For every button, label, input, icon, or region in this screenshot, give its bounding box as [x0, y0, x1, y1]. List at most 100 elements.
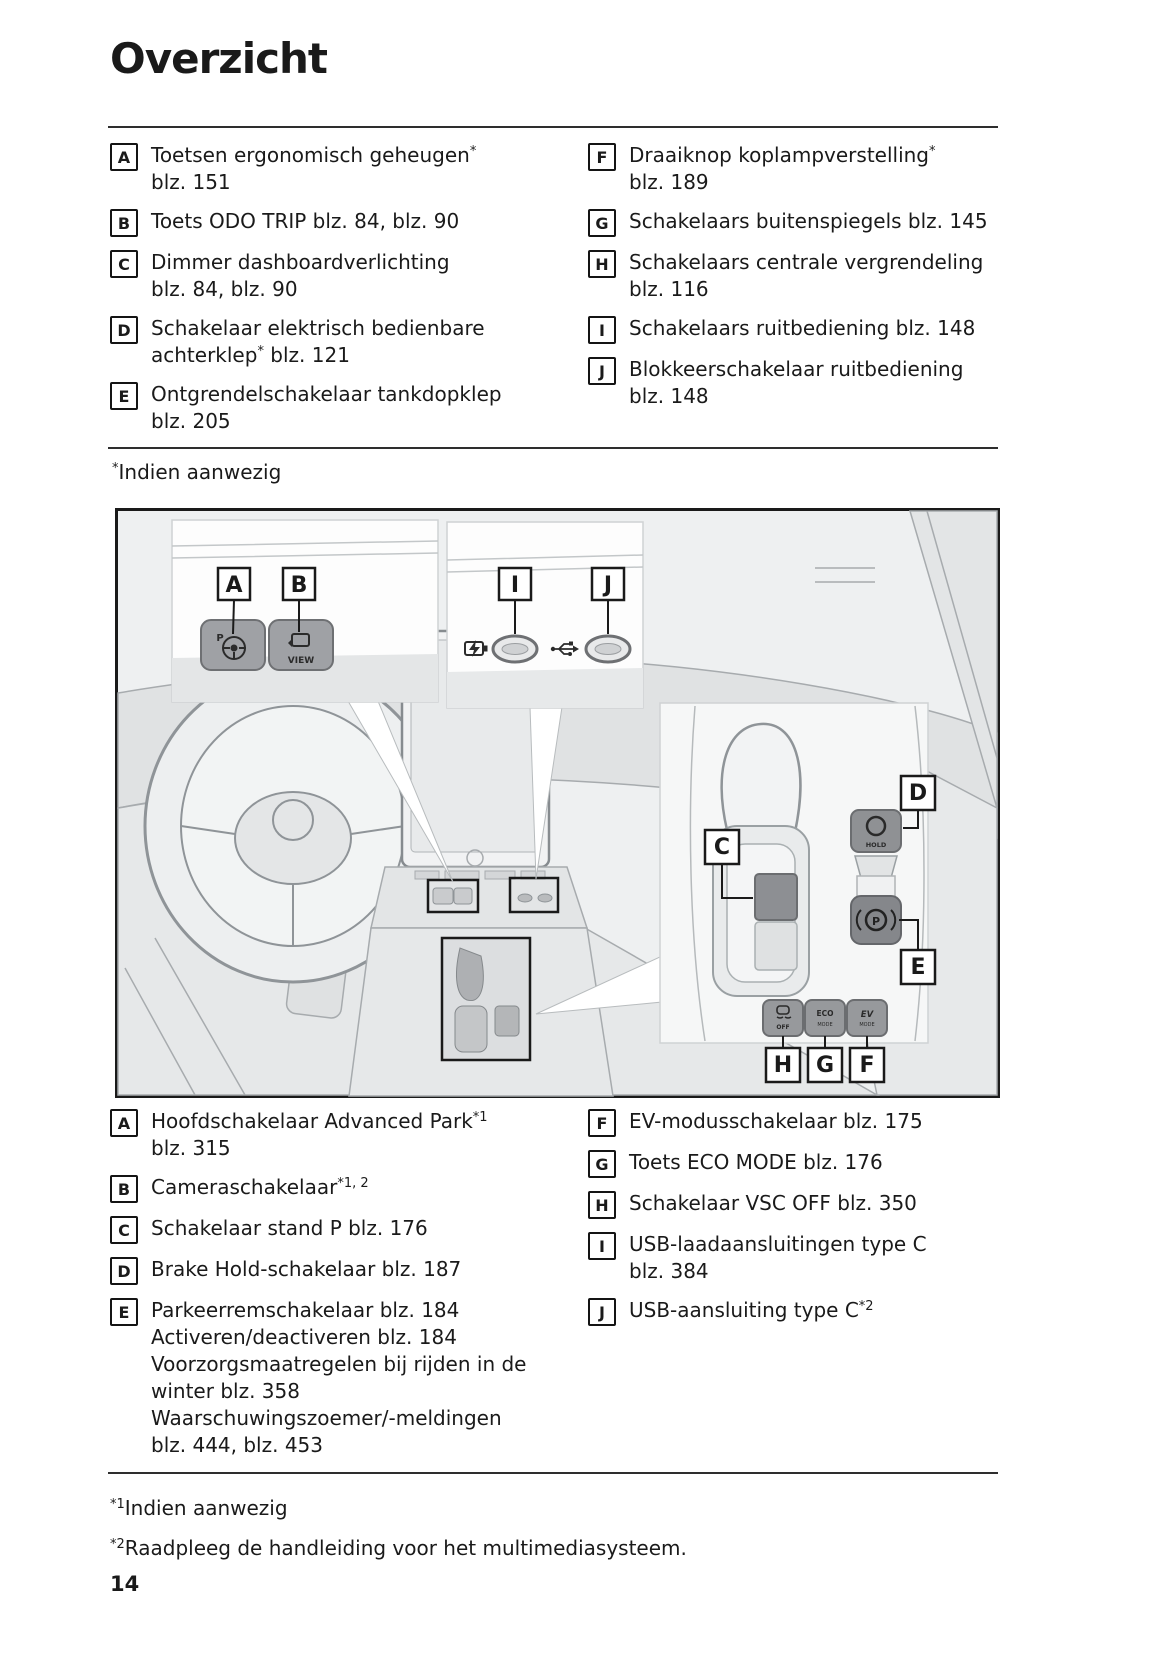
- page-number: 14: [110, 1572, 140, 1596]
- legend-key-B: B: [110, 1175, 138, 1203]
- legend-text: Draaiknop koplampverstelling* blz. 189: [629, 142, 936, 196]
- footnote-2: *2Raadpleeg de handleiding voor het mult…: [110, 1536, 687, 1560]
- legend-text-line: Toets ECO MODE blz. 176: [629, 1150, 883, 1174]
- callout-i: I: [497, 566, 533, 602]
- legend-text: Schakelaar elektrisch bedienbare achterkl…: [151, 315, 485, 369]
- callout-d: D: [899, 774, 937, 812]
- legend-text-line: Waarschuwingszoemer/-meldingen: [151, 1406, 502, 1430]
- legend-text-line: Toetsen ergonomisch geheugen*: [151, 143, 477, 167]
- callout-line-c: [721, 864, 753, 899]
- legend-key-I: I: [588, 316, 616, 344]
- a-pillar: [908, 510, 998, 809]
- legend-text: Schakelaar VSC OFF blz. 350: [629, 1190, 917, 1217]
- superscript: *2: [110, 1537, 125, 1552]
- ab-switch-location: [426, 878, 480, 914]
- legend-key-E: E: [110, 382, 138, 410]
- shift-p-switch: [754, 873, 798, 921]
- legend-text: Toetsen ergonomisch geheugen*blz. 151: [151, 142, 476, 196]
- footnote-1: *1Indien aanwezig: [110, 1496, 288, 1520]
- legend-key-J: J: [588, 357, 616, 385]
- a-pillar-line: [926, 510, 998, 759]
- control-location-marker-ab: [426, 878, 480, 914]
- legend-key-C: C: [110, 250, 138, 278]
- svg-text:P: P: [216, 633, 223, 644]
- legend-text-line: Schakelaars buitenspiegels blz. 145: [629, 209, 988, 233]
- svg-text:ECO: ECO: [816, 1009, 833, 1018]
- shifter-location: [440, 936, 532, 1062]
- legend-text-line: Schakelaar VSC OFF blz. 350: [629, 1191, 917, 1215]
- svg-text:OFF: OFF: [776, 1024, 789, 1031]
- legend-key-A: A: [110, 1109, 138, 1137]
- legend-key-B: B: [110, 209, 138, 237]
- svg-text:VIEW: VIEW: [288, 656, 314, 666]
- legend-text-line: blz. 148: [629, 384, 709, 408]
- superscript: *2: [858, 1299, 874, 1314]
- legend-key-J: J: [588, 1298, 616, 1326]
- callout-line-e: [899, 919, 919, 950]
- svg-text:J: J: [602, 573, 612, 598]
- legend-text-line: Brake Hold-schakelaar blz. 187: [151, 1257, 462, 1281]
- svg-text:F: F: [859, 1053, 874, 1078]
- svg-text:P: P: [872, 915, 880, 928]
- svg-text:D: D: [909, 781, 927, 806]
- legend-text-line: blz. 189: [629, 170, 709, 194]
- legend-text-line: blz. 205: [151, 409, 231, 433]
- inset-ij: I J: [446, 521, 644, 709]
- superscript: *1: [472, 1110, 488, 1125]
- legend-text: Schakelaar stand P blz. 176: [151, 1215, 428, 1242]
- legend-text: Toets ECO MODE blz. 176: [629, 1149, 883, 1176]
- right-dash-vents: [815, 567, 875, 583]
- legend-key-C: C: [110, 1216, 138, 1244]
- callout-pointers: [347, 700, 663, 1015]
- svg-text:MODE: MODE: [817, 1022, 832, 1028]
- vsc-off-button: OFF: [762, 999, 804, 1037]
- callout-f: F: [848, 1046, 886, 1084]
- svg-text:HOLD: HOLD: [866, 841, 887, 849]
- legend-text-line: Draaiknop koplampverstelling*: [629, 143, 936, 167]
- ev-mode-button: EV MODE: [846, 999, 888, 1037]
- divider-top: [108, 126, 998, 128]
- inset-console: C HOLD D P: [659, 702, 937, 1084]
- legend-key-E: E: [110, 1298, 138, 1326]
- legend-text-line: Schakelaar stand P blz. 176: [151, 1216, 428, 1240]
- legend-text-line: Dimmer dashboardverlichting: [151, 250, 450, 274]
- center-knob: [466, 849, 484, 867]
- superscript: *: [469, 144, 477, 159]
- legend-key-A: A: [110, 143, 138, 171]
- legend-text-line: blz. 384: [629, 1259, 709, 1283]
- legend-key-D: D: [110, 316, 138, 344]
- legend-key-I: I: [588, 1232, 616, 1260]
- superscript: *: [929, 144, 936, 159]
- svg-text:I: I: [511, 573, 519, 598]
- superscript: *: [112, 461, 119, 476]
- legend-text-line: Activeren/deactiveren blz. 184: [151, 1325, 457, 1349]
- divider-middle: [108, 447, 998, 449]
- legend-item-B: B Toets ODO TRIP blz. 84, blz. 90: [110, 208, 562, 237]
- callout-g: G: [806, 1046, 844, 1084]
- svg-text:C: C: [714, 835, 730, 860]
- legend-key-G: G: [588, 209, 616, 237]
- battery-charge-icon: [464, 640, 488, 657]
- legend-key-H: H: [588, 250, 616, 278]
- superscript: *1: [110, 1497, 125, 1512]
- svg-text:EV: EV: [861, 1010, 875, 1020]
- legend-text-line: Hoofdschakelaar Advanced Park*1: [151, 1109, 488, 1133]
- legend-text-line: Schakelaar elektrisch bedienbare: [151, 316, 485, 340]
- usb-data-port: [584, 634, 632, 664]
- legend-text-line: achterklep* blz. 121: [151, 343, 350, 367]
- brake-hold-button: HOLD: [850, 809, 902, 853]
- legend-text: Toets ODO TRIP blz. 84, blz. 90: [151, 208, 459, 235]
- legend-text-line: Voorzorgsmaatregelen bij rijden in de: [151, 1352, 527, 1376]
